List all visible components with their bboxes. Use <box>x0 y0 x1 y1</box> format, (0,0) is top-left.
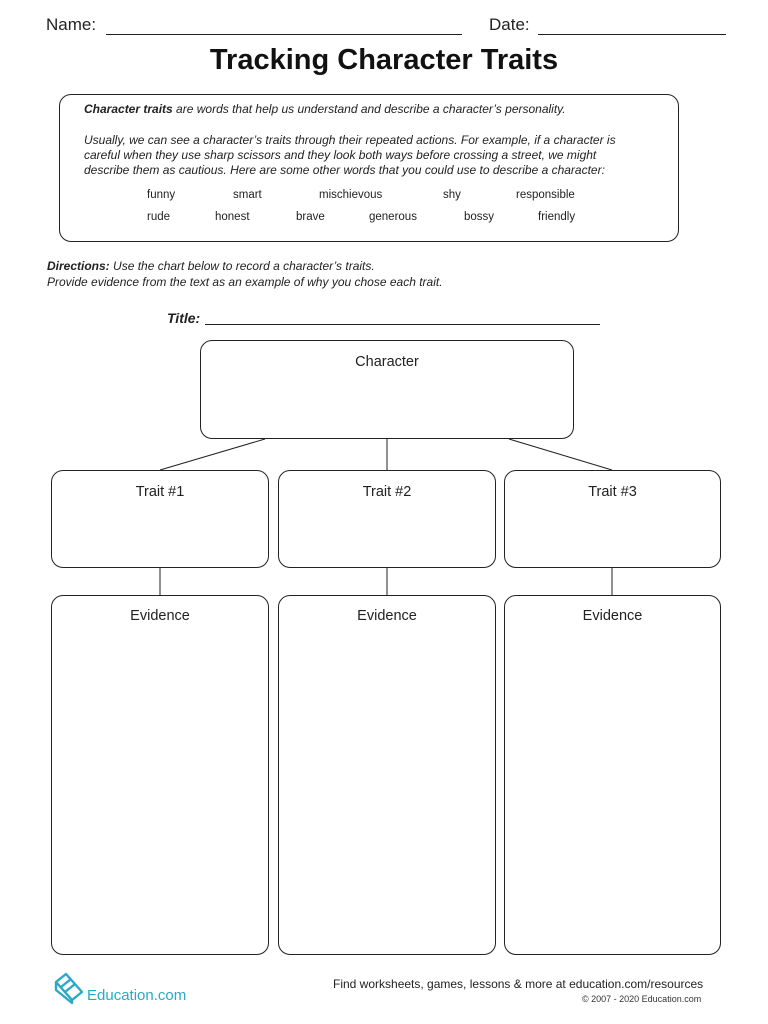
trait-word: brave <box>296 211 325 223</box>
intro-box <box>59 94 679 242</box>
evidence-label-1: Evidence <box>130 608 190 624</box>
trait-word: rude <box>147 211 171 223</box>
footer-copyright: © 2007 - 2020 Education.com <box>582 994 702 1004</box>
name-line[interactable] <box>106 34 462 35</box>
character-label: Character <box>355 354 419 370</box>
connector-character-trait3 <box>508 438 613 471</box>
intro-paragraph-line-2: careful when they use sharp scissors and… <box>84 148 597 162</box>
trait-word: honest <box>215 211 250 223</box>
education-logo-icon <box>54 972 84 1005</box>
evidence-label-3: Evidence <box>582 608 643 624</box>
intro-paragraph-line-1: Usually, we can see a character’s traits… <box>84 133 616 147</box>
trait-word: generous <box>369 211 417 223</box>
trait-word: responsible <box>516 189 575 201</box>
trait-word: mischievous <box>319 189 383 201</box>
trait-word: bossy <box>464 211 495 223</box>
intro-definition: Character traits are words that help us … <box>84 102 664 117</box>
directions-text-1: Use the chart below to record a characte… <box>109 259 375 273</box>
date-label: Date: <box>489 15 530 34</box>
directions: Directions: Use the chart below to recor… <box>47 258 443 290</box>
footer-find-text: Find worksheets, games, lessons & more a… <box>333 977 704 991</box>
date-line[interactable] <box>538 34 726 35</box>
intro-definition-text: are words that help us understand and de… <box>172 102 566 116</box>
evidence-box-2[interactable]: Evidence <box>278 595 496 955</box>
trait-label-2: Trait #2 <box>362 484 412 500</box>
trait-label-3: Trait #3 <box>588 484 637 500</box>
name-label: Name: <box>46 15 97 34</box>
trait-label-1: Trait #1 <box>135 484 185 500</box>
evidence-label-2: Evidence <box>357 608 417 624</box>
trait-box-3[interactable]: Trait #3 <box>504 470 721 568</box>
trait-word: smart <box>233 189 262 201</box>
intro-paragraph-line-3: describe them as cautious. Here are some… <box>84 163 605 177</box>
title-label: Title: <box>167 310 201 326</box>
intro-term: Character traits <box>84 102 173 116</box>
directions-line-1: Directions: Use the chart below to recor… <box>47 258 443 274</box>
trait-box-2[interactable]: Trait #2 <box>278 470 496 568</box>
trait-word: shy <box>443 189 461 201</box>
title-line[interactable] <box>205 324 600 325</box>
evidence-box-1[interactable]: Evidence <box>51 595 269 955</box>
connector-character-trait1 <box>159 438 266 471</box>
directions-label: Directions: <box>47 259 110 273</box>
page-title: Tracking Character Traits <box>209 44 559 76</box>
evidence-box-3[interactable]: Evidence <box>504 595 721 955</box>
character-box[interactable]: Character <box>200 340 574 439</box>
trait-word: funny <box>147 189 176 201</box>
trait-word: friendly <box>538 211 576 223</box>
trait-box-1[interactable]: Trait #1 <box>51 470 269 568</box>
education-logo-text: Education.com <box>87 987 187 1004</box>
directions-line-2: Provide evidence from the text as an exa… <box>47 275 443 289</box>
